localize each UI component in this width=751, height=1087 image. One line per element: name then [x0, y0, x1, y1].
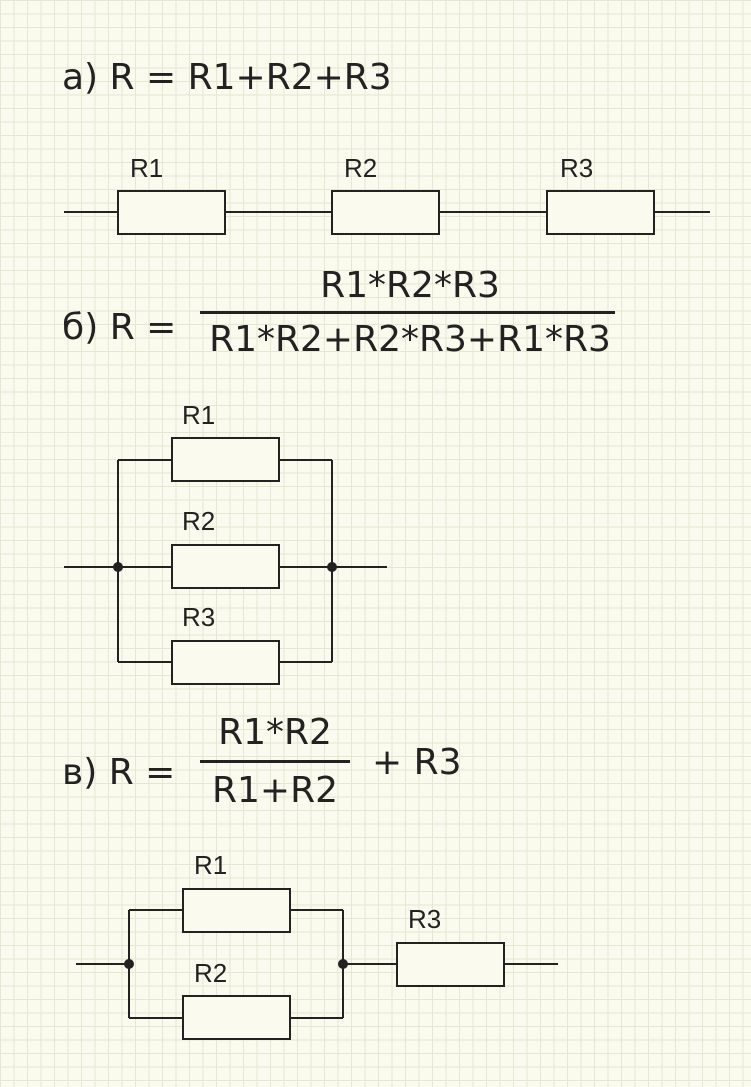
- resistor-r3: [396, 942, 505, 987]
- formula-series-text: а) R = R1+R2+R3: [62, 57, 392, 98]
- series-circuit: R1 R2 R3: [64, 153, 710, 235]
- label-r2: R2: [344, 153, 377, 183]
- resistor-r2: [331, 190, 440, 235]
- resistor-r3: [546, 190, 655, 235]
- resistor-r3: [171, 640, 280, 685]
- junction-node: [327, 562, 337, 572]
- formula-series: а) R = R1+R2+R3: [62, 60, 392, 96]
- fraction-bar-parallel: [200, 311, 615, 314]
- resistor-r1: [171, 437, 280, 482]
- label-r3: R3: [408, 904, 441, 934]
- formula-parallel-prefix: б) R =: [62, 307, 177, 348]
- resistor-r1: [117, 190, 226, 235]
- label-r1: R1: [130, 153, 163, 183]
- junction-node: [124, 959, 134, 969]
- label-r2: R2: [194, 958, 227, 988]
- label-r1: R1: [182, 400, 215, 430]
- resistor-r2: [171, 544, 280, 589]
- resistor-r2: [182, 995, 291, 1040]
- formula-parallel-fraction: R1*R2*R3 R1*R2+R2*R3+R1*R3: [195, 268, 625, 358]
- label-r3: R3: [182, 602, 215, 632]
- parallel-circuit: R1 R2 R3: [64, 400, 387, 685]
- formula-parallel-denominator: R1*R2+R2*R3+R1*R3: [209, 319, 611, 360]
- formula-mixed-numerator: R1*R2: [218, 712, 332, 753]
- junction-node: [338, 959, 348, 969]
- junction-node: [113, 562, 123, 572]
- formula-mixed-suffix: + R3: [372, 742, 462, 783]
- formula-mixed-denominator: R1+R2: [212, 770, 338, 811]
- resistor-r1: [182, 888, 291, 933]
- mixed-circuit: R1 R2 R3: [76, 850, 558, 1040]
- formula-parallel-numerator: R1*R2*R3: [320, 265, 500, 306]
- label-r2: R2: [182, 506, 215, 536]
- label-r1: R1: [194, 850, 227, 880]
- label-r3: R3: [560, 153, 593, 183]
- formula-mixed-prefix: в) R =: [62, 752, 176, 793]
- fraction-bar-mixed: [200, 760, 350, 763]
- formula-mixed-fraction: R1*R2 R1+R2: [195, 715, 355, 809]
